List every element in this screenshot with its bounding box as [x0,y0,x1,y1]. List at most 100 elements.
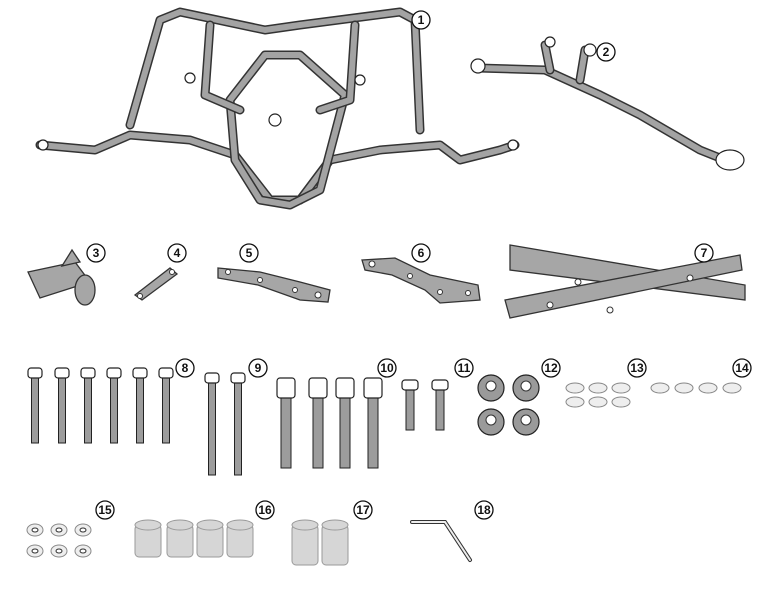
nut-12-hole [520,414,532,426]
svg-text:10: 10 [380,361,394,375]
washer-13 [611,382,631,394]
washer-15-hole [31,527,39,533]
svg-text:9: 9 [255,361,262,375]
washer-14 [674,382,694,394]
svg-text:15: 15 [98,503,112,517]
screw-11-head [401,379,419,391]
label-6: 6 [411,243,431,263]
label-2: 2 [596,42,616,62]
screw-8-thread [136,377,144,444]
screw-8-thread [84,377,92,444]
part-6-offset-bracket-plate [361,257,481,304]
label-5: 5 [239,243,259,263]
screw-8-thread [31,377,39,444]
screw-10-head [335,377,355,399]
washer-14 [650,382,670,394]
label-12: 12 [541,358,561,378]
part-5-curved-plate [217,267,331,303]
allen-key-18-highlight [411,521,471,561]
label-11: 11 [454,358,474,378]
screw-8-thread [58,377,66,444]
screw-8-head [27,367,43,379]
label-9: 9 [248,358,268,378]
svg-text:1: 1 [418,13,425,27]
screw-11-thread [435,389,445,431]
svg-text:3: 3 [93,246,100,260]
screw-8-head [80,367,96,379]
screw-8-head [54,367,70,379]
screw-10-head [363,377,383,399]
part-1-main-frame [35,7,520,210]
screw-9-head [204,372,220,384]
screw-8-head [132,367,148,379]
screw-10-head [276,377,296,399]
spacer-17 [321,524,349,566]
svg-text:5: 5 [246,246,253,260]
spacer-16-top [226,519,254,531]
screw-11-head [431,379,449,391]
nut-12-hole [485,414,497,426]
part-2-side-bracket-arm [470,36,745,171]
nut-12-hole [485,380,497,392]
screw-10-thread [367,397,379,469]
washer-13 [588,396,608,408]
label-15: 15 [95,500,115,520]
part-number-labels: 1 2 3 4 5 6 7 8 9 10 11 12 13 14 15 16 1… [86,10,752,520]
washer-13 [565,396,585,408]
screw-9-thread [234,382,242,476]
washer-15-hole [55,548,63,554]
screw-10-head [308,377,328,399]
screw-10-thread [339,397,351,469]
label-17: 17 [353,500,373,520]
label-18: 18 [474,500,494,520]
svg-text:12: 12 [544,361,558,375]
washer-13 [611,396,631,408]
svg-text:8: 8 [182,361,189,375]
screw-8-head [158,367,174,379]
spacer-17-top [321,519,349,531]
spacer-16-top [166,519,194,531]
part-7-cross-plates [504,244,746,319]
label-14: 14 [732,358,752,378]
screw-8-thread [162,377,170,444]
svg-text:11: 11 [458,361,471,375]
screw-8-head [106,367,122,379]
screw-11-thread [405,389,415,431]
washer-15-hole [79,548,87,554]
spacer-17-top [291,519,319,531]
label-8: 8 [175,358,195,378]
washer-15-hole [79,527,87,533]
washer-13 [588,382,608,394]
screw-9-head [230,372,246,384]
washer-15-hole [31,548,39,554]
spacer-17 [291,524,319,566]
label-4: 4 [167,243,187,263]
label-13: 13 [627,358,647,378]
label-1: 1 [411,10,431,30]
part-4-small-link-plate [133,267,179,301]
washer-14 [698,382,718,394]
label-16: 16 [255,500,275,520]
label-10: 10 [377,358,397,378]
nut-12-hole [520,380,532,392]
screw-10-thread [312,397,324,469]
allen-key-18 [410,520,472,562]
label-7: 7 [694,243,714,263]
svg-text:17: 17 [356,503,370,517]
screw-8-thread [110,377,118,444]
svg-text:7: 7 [701,246,708,260]
screw-9-thread [208,382,216,476]
svg-text:14: 14 [735,361,749,375]
svg-text:13: 13 [630,361,644,375]
washer-14 [722,382,742,394]
label-3: 3 [86,243,106,263]
screw-10-thread [280,397,292,469]
svg-text:18: 18 [477,503,491,517]
spacer-16-top [196,519,224,531]
svg-text:6: 6 [418,246,425,260]
washer-15-hole [55,527,63,533]
washer-13 [565,382,585,394]
svg-text:16: 16 [258,503,272,517]
